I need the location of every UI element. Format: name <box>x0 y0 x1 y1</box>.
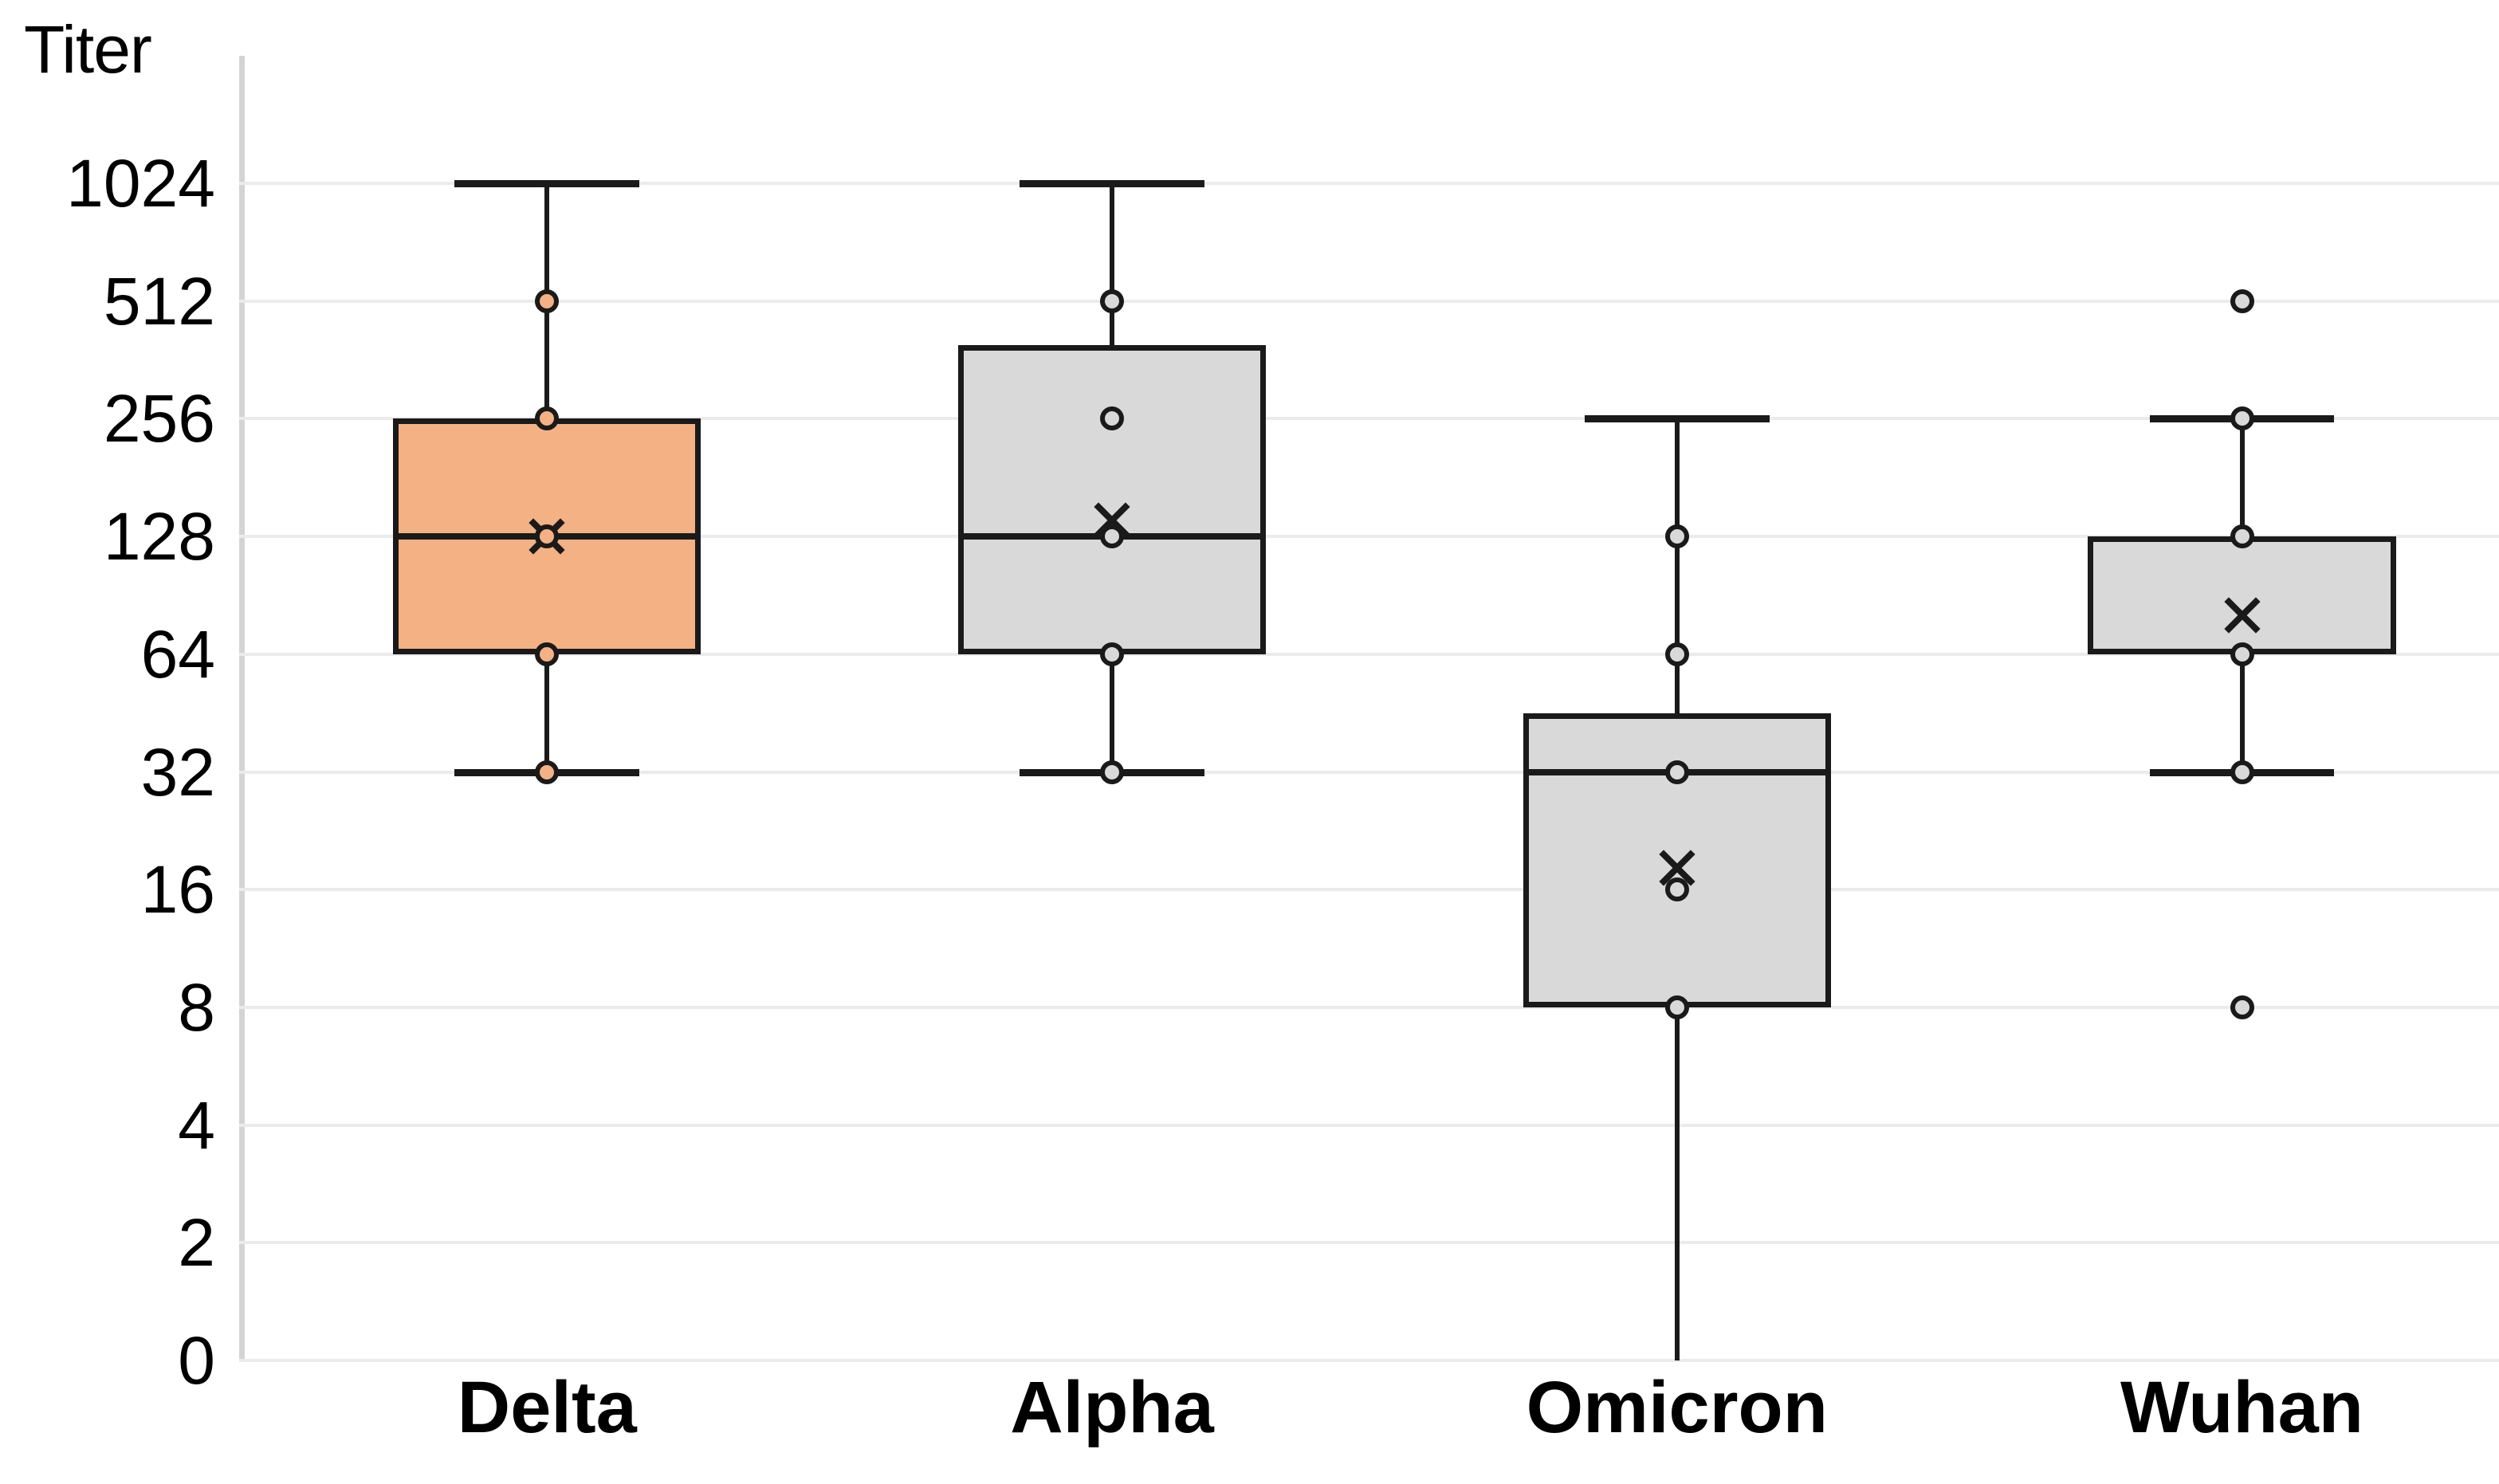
mean-marker-x <box>2220 593 2265 638</box>
y-tick-label: 1024 <box>66 146 215 221</box>
data-point <box>1100 406 1125 431</box>
lower-whisker-line <box>544 654 550 772</box>
lower-whisker-line <box>2239 654 2245 772</box>
data-point <box>535 289 560 313</box>
upper-whisker-cap <box>1020 180 1204 187</box>
box-plot-omicron[interactable] <box>239 56 2499 1360</box>
upper-whisker-line <box>1110 183 1115 346</box>
data-point <box>1100 642 1125 666</box>
y-axis-title: Titer <box>24 12 152 87</box>
gridline <box>239 417 2499 421</box>
y-tick-label: 2 <box>178 1205 215 1281</box>
lower-whisker-line <box>1110 654 1115 772</box>
data-point <box>2230 760 2254 784</box>
data-point <box>2230 524 2254 549</box>
gridline <box>239 888 2499 892</box>
data-point <box>1664 524 1689 549</box>
y-tick-label: 8 <box>178 969 215 1045</box>
gridline <box>239 1123 2499 1127</box>
gridline <box>239 770 2499 774</box>
y-tick-label: 16 <box>140 852 215 928</box>
data-point <box>2230 289 2254 313</box>
y-axis-tick-labels: 1024 512 256 128 64 32 16 8 4 2 0 <box>0 0 215 1484</box>
y-axis-line <box>239 56 245 1360</box>
data-point <box>1100 289 1125 313</box>
lower-whisker-line <box>1674 1007 1680 1360</box>
upper-whisker-cap <box>454 180 640 187</box>
gridline <box>239 1005 2499 1009</box>
x-category-label-omicron: Omicron <box>1526 1367 1828 1448</box>
data-point <box>1664 760 1689 784</box>
x-category-label-alpha: Alpha <box>1010 1367 1214 1448</box>
gridline <box>239 535 2499 539</box>
upper-whisker-line <box>1674 418 1680 713</box>
gridline <box>239 652 2499 656</box>
gridline <box>239 1241 2499 1245</box>
data-point <box>535 642 560 666</box>
x-category-label-wuhan: Wuhan <box>2120 1367 2363 1448</box>
data-point <box>1664 642 1689 666</box>
plot-area <box>239 56 2499 1362</box>
data-point <box>2230 406 2254 431</box>
data-point <box>2230 995 2254 1019</box>
data-point <box>1664 877 1689 902</box>
gridline <box>239 182 2499 185</box>
y-tick-label: 512 <box>103 263 215 339</box>
box-plot-delta[interactable] <box>239 56 2499 1360</box>
y-tick-label: 0 <box>178 1323 215 1398</box>
gridline <box>239 299 2499 303</box>
data-point <box>1100 760 1125 784</box>
upper-whisker-line <box>2239 418 2245 537</box>
box-plot-wuhan[interactable] <box>239 56 2499 1360</box>
box-plot-alpha[interactable] <box>239 56 2499 1360</box>
data-point <box>1100 524 1125 549</box>
data-point <box>535 524 560 549</box>
upper-whisker-cap <box>1584 415 1770 423</box>
data-point <box>2230 642 2254 666</box>
y-tick-label: 256 <box>103 381 215 457</box>
gridline <box>239 1359 2499 1362</box>
x-category-label-delta: Delta <box>457 1367 637 1448</box>
data-point <box>535 406 560 431</box>
y-tick-label: 64 <box>140 616 215 692</box>
data-point <box>535 760 560 784</box>
y-tick-label: 32 <box>140 734 215 810</box>
data-point <box>1664 995 1689 1019</box>
y-tick-label: 4 <box>178 1087 215 1163</box>
y-tick-label: 128 <box>103 499 215 575</box>
